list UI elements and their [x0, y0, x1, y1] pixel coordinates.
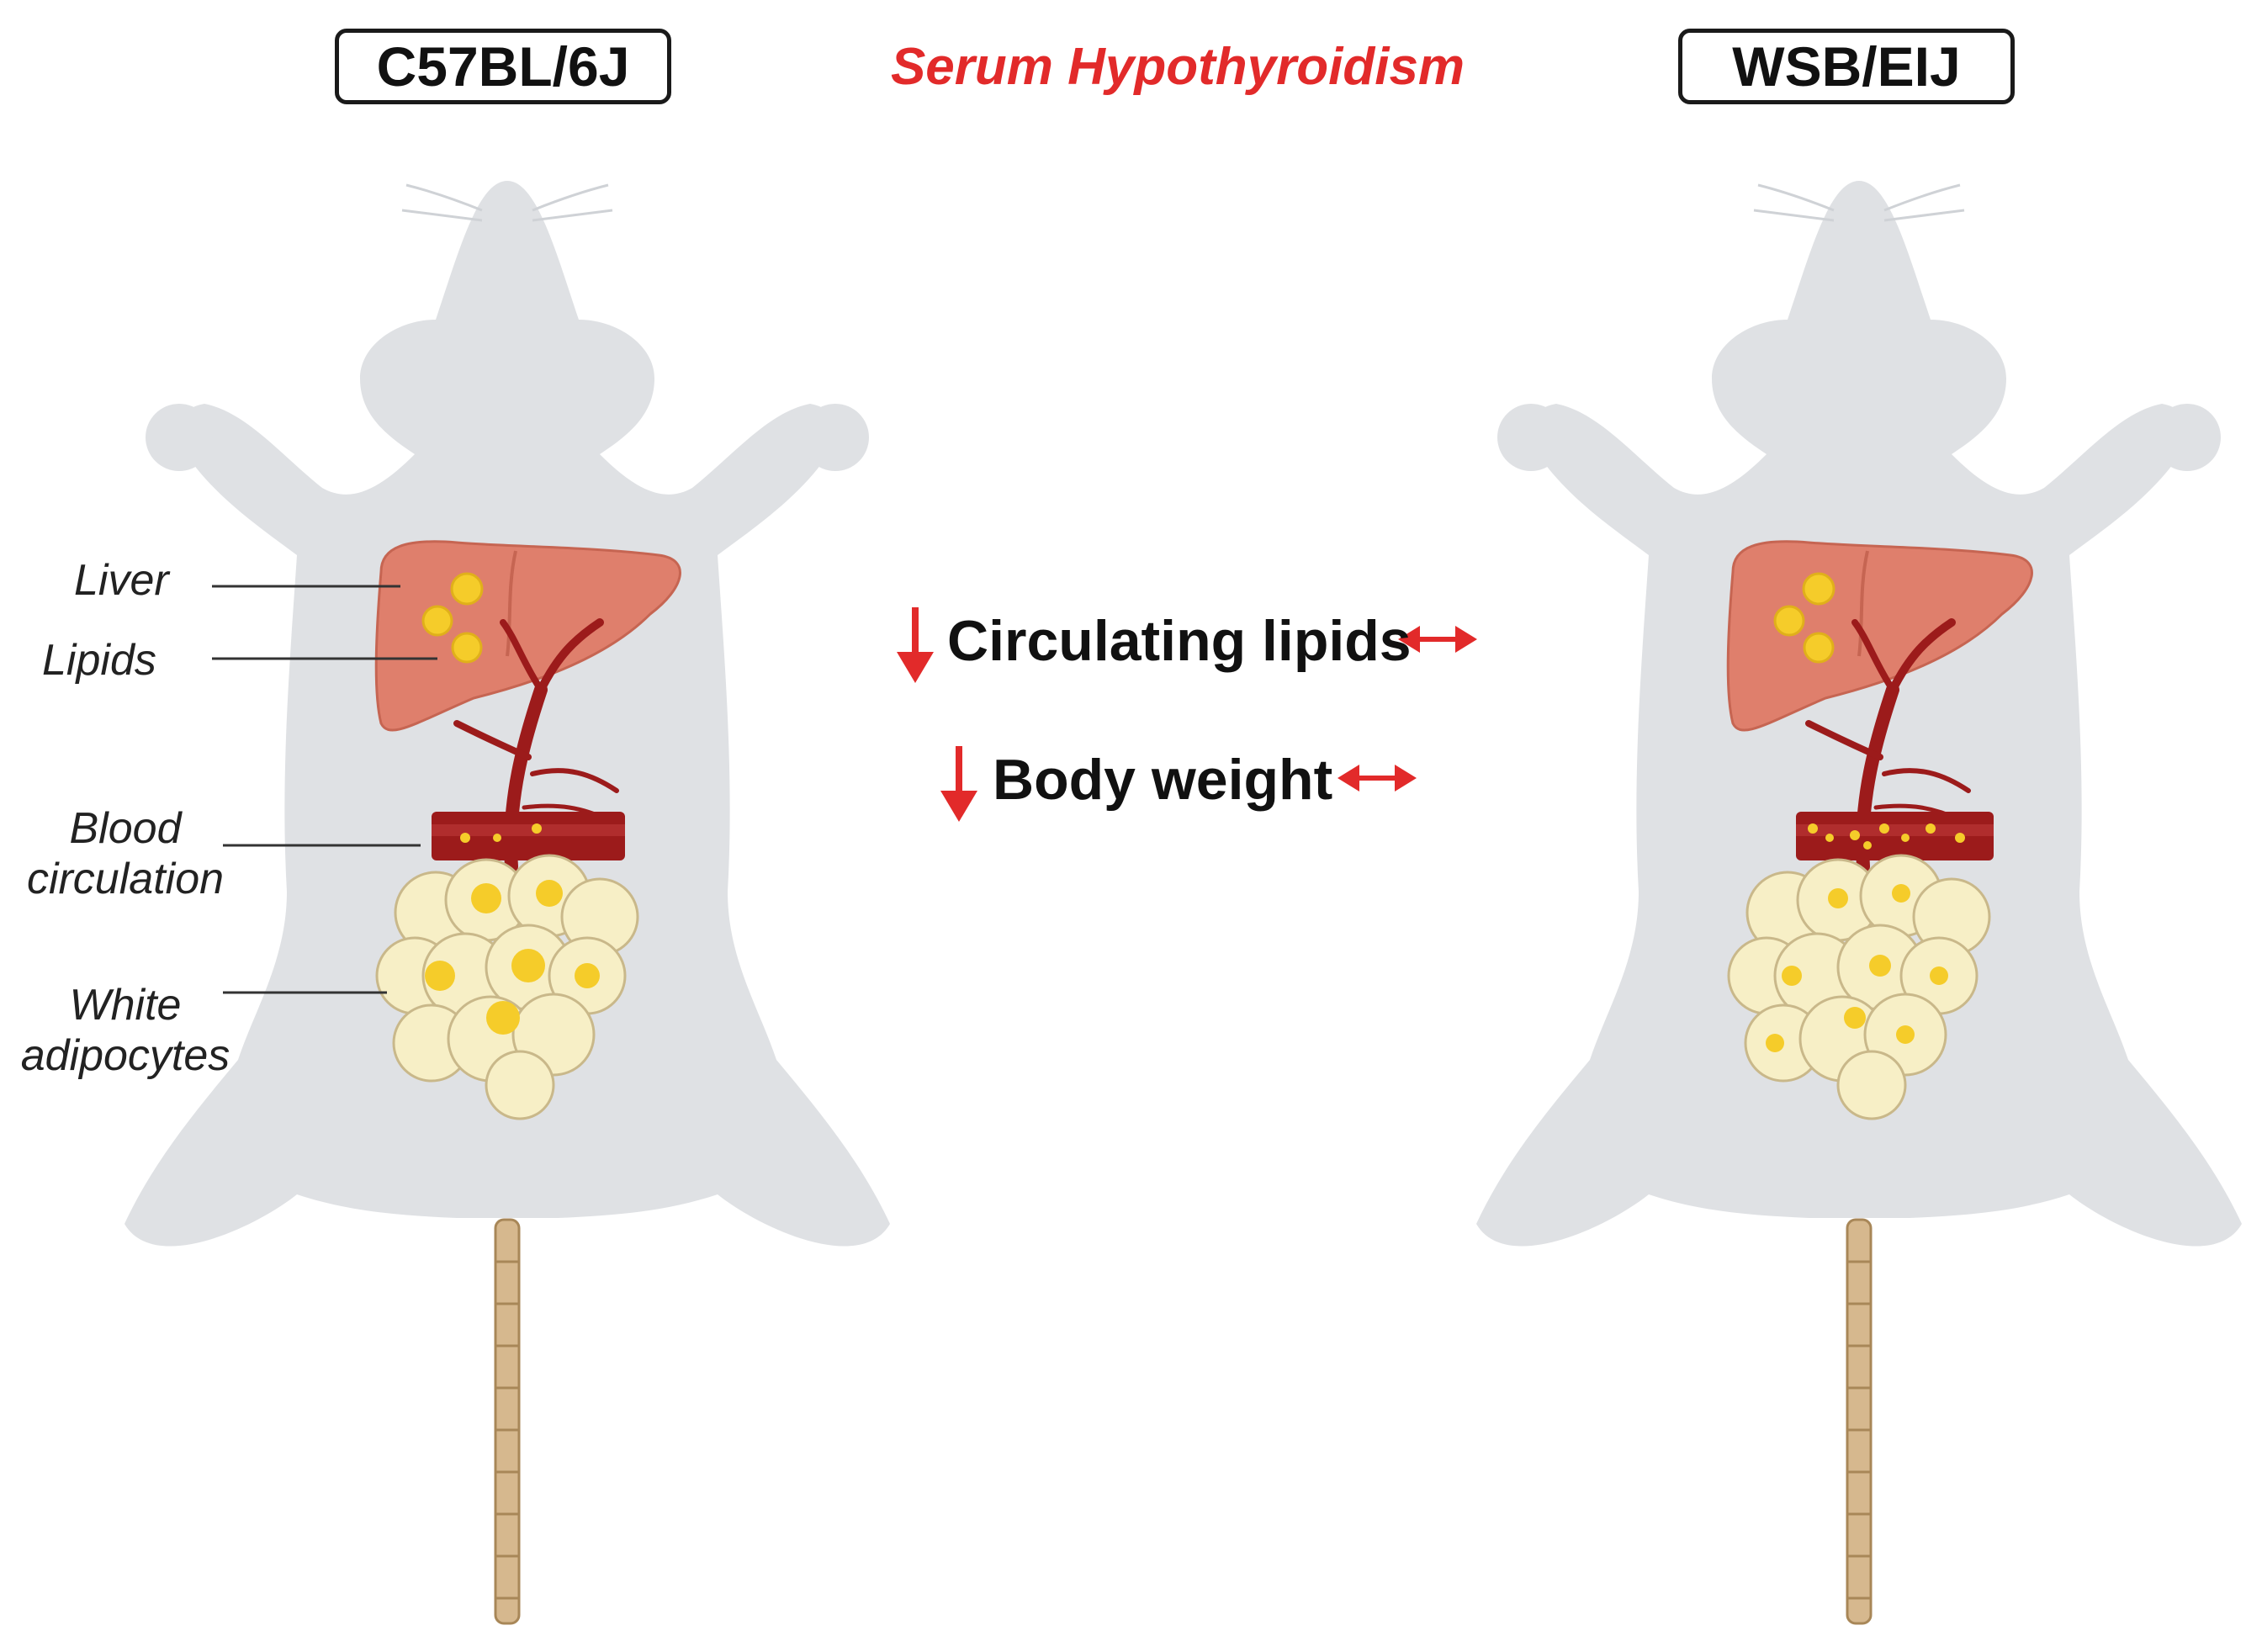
blood-vessel-right [1796, 812, 1994, 860]
down-arrow-icon [897, 607, 934, 683]
mouse-left [123, 179, 892, 1625]
mouse-right [1475, 179, 2243, 1625]
label-lipids: Lipids [42, 636, 156, 685]
label-liver: Liver [74, 556, 169, 605]
label-white-adipocytes: White adipocytes [20, 981, 230, 1080]
effect-circulating-lipids: Circulating lipids [947, 609, 1412, 673]
double-arrow-icon [1338, 765, 1417, 792]
liver-lipids-left [421, 572, 484, 664]
liver-lipids-right [1773, 572, 1835, 664]
adipocytes-right [1727, 854, 1991, 1120]
leader-lines [212, 585, 437, 994]
label-blood-circulation: Blood circulation [26, 804, 225, 903]
adipocytes-left [375, 854, 639, 1120]
blood-vessel-left [432, 812, 625, 860]
effect-body-weight: Body weight [993, 748, 1333, 812]
condition-title: Serum Hypothyroidism [890, 37, 1465, 96]
down-arrow-icon [940, 746, 977, 822]
double-arrow-icon [1398, 626, 1477, 653]
strain-label-right: WSB/EIJ [1678, 29, 2015, 104]
strain-label-left: C57BL/6J [335, 29, 671, 104]
